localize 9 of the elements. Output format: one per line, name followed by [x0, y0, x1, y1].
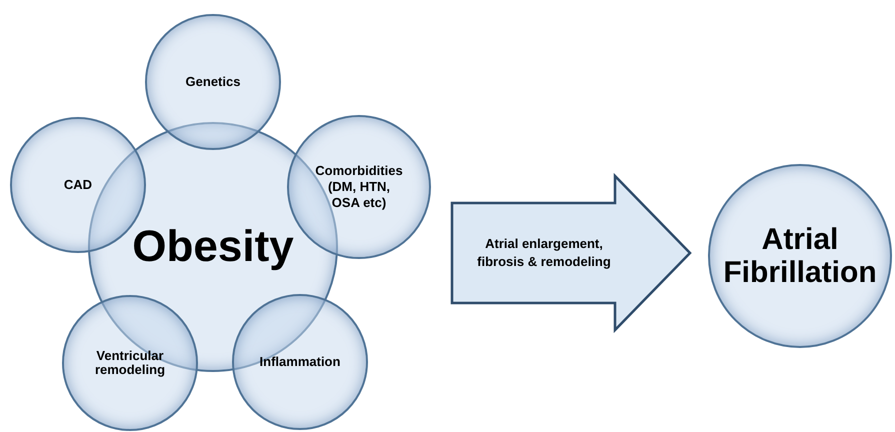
circle-label: Comorbidities (DM, HTN, OSA etc) — [315, 162, 403, 212]
circle-label: Obesity — [132, 221, 294, 273]
block-arrow — [450, 172, 692, 334]
circle-label: Genetics — [186, 73, 240, 92]
edge-label: Atrial enlargement, fibrosis & remodeling — [476, 235, 612, 271]
circle-label: CAD — [64, 176, 92, 194]
circle-label: Inflammation — [260, 353, 340, 372]
circle-label: Ventricular remodeling — [94, 348, 166, 378]
circle-label: Atrial Fibrillation — [722, 223, 878, 289]
